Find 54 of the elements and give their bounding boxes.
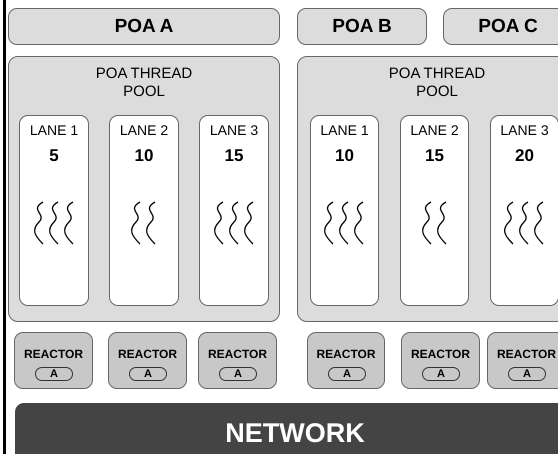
reactor-box <box>14 332 93 389</box>
reactor-box <box>487 332 558 389</box>
lane-card <box>310 115 379 306</box>
lane-count: 15 <box>224 146 244 166</box>
thread-pool-panel <box>8 56 280 322</box>
poa-label: POA A <box>114 16 174 38</box>
badge-label: A <box>50 368 58 380</box>
poa-label: POA B <box>332 16 392 38</box>
lane-card <box>199 115 269 306</box>
badge-label: A <box>234 368 242 380</box>
lane-count: 10 <box>134 146 154 166</box>
poa-box <box>443 8 558 45</box>
reactor-badge <box>328 367 366 381</box>
pool-title: POA THREAD POOL <box>388 65 486 101</box>
poa-box <box>8 8 280 45</box>
badge-label: A <box>523 368 531 380</box>
reactor-label: REACTOR <box>206 347 268 361</box>
network-bar <box>15 403 558 454</box>
reactor-box <box>108 332 187 389</box>
poa-label: POA C <box>478 16 538 38</box>
badge-label: A <box>343 368 351 380</box>
lane-count: 15 <box>424 146 445 166</box>
reactor-badge <box>422 367 460 381</box>
lane-card <box>400 115 469 306</box>
reactor-label: REACTOR <box>22 347 84 361</box>
pool-title: POA THREAD POOL <box>94 65 194 101</box>
reactor-label: REACTOR <box>116 347 178 361</box>
lane-count: 10 <box>334 146 355 166</box>
reactor-badge <box>508 367 546 381</box>
reactor-badge <box>129 367 167 381</box>
lane-count: 20 <box>514 146 535 166</box>
reactor-label: REACTOR <box>496 347 558 361</box>
lane-title: LANE 3 <box>208 122 260 138</box>
lane-card <box>19 115 89 306</box>
lane-count: 5 <box>48 146 60 166</box>
network-label: NETWORK <box>225 418 365 448</box>
lane-card <box>490 115 558 306</box>
reactor-box <box>198 332 277 389</box>
poa-box <box>297 8 427 45</box>
reactor-label: REACTOR <box>315 347 377 361</box>
badge-label: A <box>144 368 152 380</box>
lane-title: LANE 2 <box>409 122 460 138</box>
reactor-label: REACTOR <box>410 347 472 361</box>
badge-label: A <box>437 368 445 380</box>
lane-card <box>109 115 179 306</box>
lane-title: LANE 1 <box>28 122 80 138</box>
lane-title: LANE 3 <box>499 122 550 138</box>
lane-title: LANE 2 <box>118 122 170 138</box>
reactor-badge <box>219 367 257 381</box>
reactor-badge <box>35 367 73 381</box>
lane-title: LANE 1 <box>319 122 370 138</box>
reactor-box <box>401 332 480 389</box>
thread-pool-panel <box>297 56 558 322</box>
reactor-box <box>307 332 385 389</box>
